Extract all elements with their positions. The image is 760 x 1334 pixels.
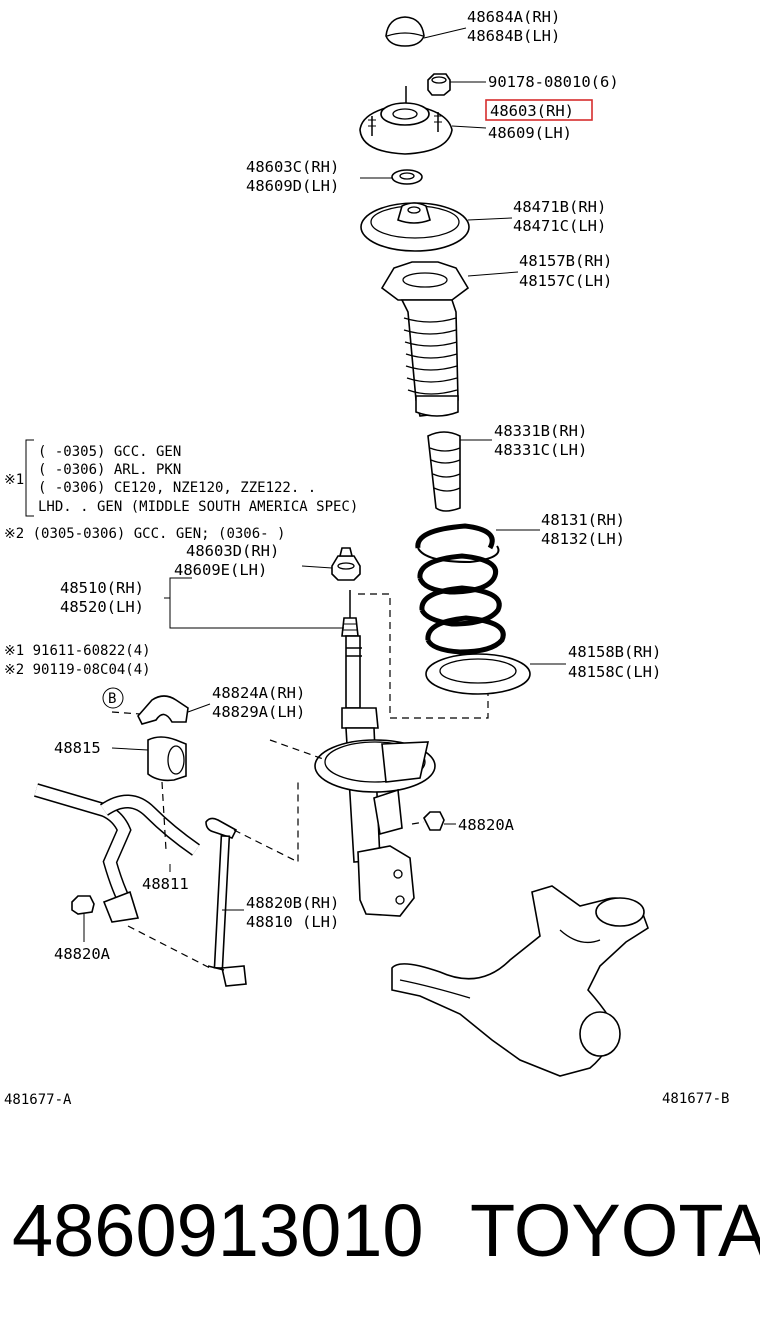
- label-48609d: 48609D(LH): [246, 177, 339, 195]
- leader-lines: [83, 27, 566, 969]
- bearing-part: [391, 169, 423, 185]
- highlight-box: [485, 99, 593, 121]
- label-48820a-left: 48820A: [54, 945, 111, 963]
- label-48824a: 48824A(RH): [212, 684, 305, 702]
- label-48510: 48510(RH): [60, 579, 144, 597]
- label-48829a: 48829A(LH): [212, 703, 305, 721]
- label-48157c: 48157C(LH): [519, 272, 612, 290]
- label-48603c: 48603C(RH): [246, 158, 339, 176]
- label-48331c: 48331C(LH): [494, 441, 587, 459]
- stabilizer-nut-part: [423, 811, 445, 831]
- applicability-notes: ※1 ( -0305) GCC. GEN ( -0306) ARL. PKN (…: [4, 439, 358, 542]
- label-48609: 48609(LH): [488, 124, 572, 142]
- label-48158b: 48158B(RH): [568, 643, 661, 661]
- upper-spring-seat-part: [360, 202, 470, 252]
- label-91611: ※1 91611-60822(4): [4, 643, 151, 659]
- label-48820a-right: 48820A: [458, 816, 515, 834]
- stabilizer-nut-left-part: [71, 895, 95, 915]
- label-48811: 48811: [142, 875, 189, 893]
- label-90119: ※2 90119-08C04(4): [4, 662, 151, 678]
- note-line-3: ( -0306) CE120, NZE120, ZZE122. .: [38, 480, 316, 496]
- note-line-1: ( -0305) GCC. GEN: [38, 444, 181, 460]
- label-48603-highlighted: 48603(RH): [490, 102, 574, 120]
- stabilizer-bushing-part: [147, 736, 187, 782]
- label-90178: 90178-08010(6): [488, 73, 619, 91]
- note-line-4: LHD. . GEN (MIDDLE SOUTH AMERICA SPEC): [38, 499, 358, 515]
- label-48471b: 48471B(RH): [513, 198, 606, 216]
- label-48810: 48810 (LH): [246, 913, 339, 931]
- rod-nut-part: [331, 547, 361, 581]
- label-48520: 48520(LH): [60, 598, 144, 616]
- note-mark-1: ※1: [4, 472, 24, 488]
- label-48131: 48131(RH): [541, 511, 625, 529]
- label-48603d: 48603D(RH): [186, 542, 279, 560]
- figure-code-left: 481677-A: [4, 1092, 72, 1108]
- dust-cap-part: [385, 16, 425, 47]
- nut-part: [427, 73, 451, 96]
- label-48132: 48132(LH): [541, 530, 625, 548]
- circle-b-text: B: [108, 691, 116, 707]
- label-48815: 48815: [54, 739, 101, 757]
- label-48684a: 48684A(RH): [467, 8, 560, 26]
- label-48158c: 48158C(LH): [568, 663, 661, 681]
- note-line-2: ( -0306) ARL. PKN: [38, 462, 181, 478]
- label-48684b: 48684B(LH): [467, 27, 560, 45]
- note-line-5: ※2 (0305-0306) GCC. GEN; (0306- ): [4, 526, 285, 542]
- shock-absorber-part: [314, 590, 436, 917]
- label-48157b: 48157B(RH): [519, 252, 612, 270]
- strut-mount-part: [359, 86, 453, 155]
- steering-knuckle-part: [391, 885, 649, 1077]
- bump-stopper-part: [427, 431, 461, 512]
- label-48820b: 48820B(RH): [246, 894, 339, 912]
- figure-code-right: 481677-B: [662, 1091, 729, 1107]
- footer-part-number: 4860913010: [12, 1189, 424, 1272]
- label-48609e: 48609E(LH): [174, 561, 267, 579]
- lower-spring-insulator-part: [425, 653, 531, 695]
- label-48471c: 48471C(LH): [513, 217, 606, 235]
- label-48331b: 48331B(RH): [494, 422, 587, 440]
- bushing-bracket-part: [137, 695, 189, 725]
- footer-brand: TOYOTA: [470, 1189, 760, 1272]
- stabilizer-bar-part: [34, 783, 200, 923]
- spring-insulator-boot-part: [380, 261, 470, 417]
- circle-b-marker: B: [102, 687, 124, 709]
- coil-spring-part: [415, 523, 506, 655]
- stabilizer-link-part: [205, 817, 247, 987]
